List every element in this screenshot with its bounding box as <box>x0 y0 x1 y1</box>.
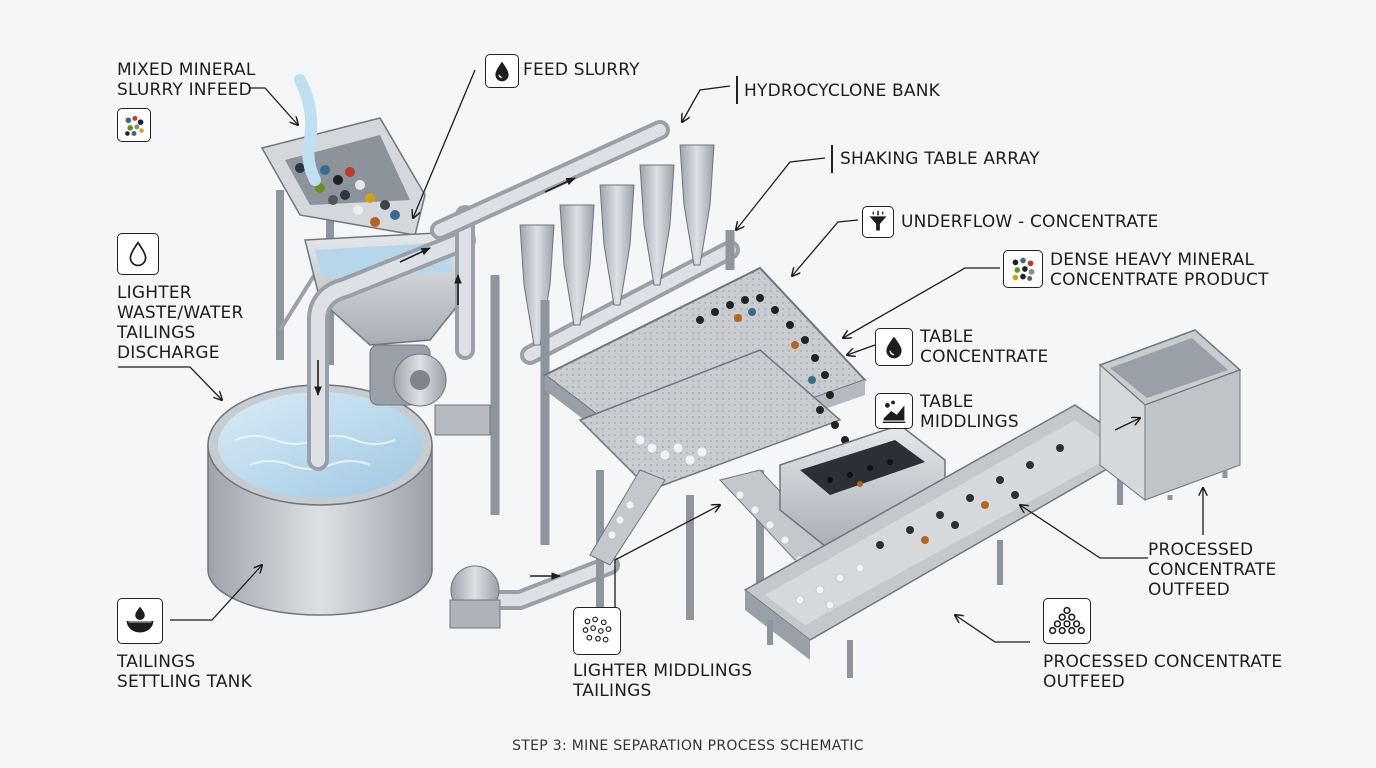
feed-pipes <box>307 120 740 610</box>
leader-lines <box>118 69 1203 643</box>
label-underflow-concentrate: UNDERFLOW - CONCENTRATE <box>901 212 1159 232</box>
label-table-concentrate: TABLE CONCENTRATE <box>920 327 1049 367</box>
tailings-basin-icon <box>117 598 163 644</box>
outfeed-conveyor <box>743 404 1142 678</box>
middlings-icon <box>875 393 913 429</box>
label-tick <box>736 76 738 104</box>
label-dense-heavy-mineral: DENSE HEAVY MINERAL CONCENTRATE PRODUCT <box>1050 250 1269 290</box>
label-processed-concentrate-right: PROCESSED CONCENTRATE OUTFEED <box>1148 540 1277 600</box>
particle-pile-icon <box>1043 598 1091 644</box>
water-drop-outline-icon <box>117 233 159 275</box>
label-lighter-waste: LIGHTER WASTE/WATER TAILINGS DISCHARGE <box>117 283 244 363</box>
hydrocyclone-bank <box>490 144 735 545</box>
water-drop-icon <box>485 54 519 88</box>
light-particles-icon <box>573 607 621 655</box>
label-mixed-mineral-infeed: MIXED MINERAL SLURRY INFEED <box>117 60 256 100</box>
dense-minerals-icon <box>1003 250 1043 288</box>
label-tailings-settling-tank: TAILINGS SETTLING TANK <box>117 652 252 692</box>
footer-title: STEP 3: MINE SEPARATION PROCESS SCHEMATI… <box>512 738 864 754</box>
label-shaking-table-array: SHAKING TABLE ARRAY <box>840 149 1040 169</box>
label-feed-slurry: FEED SLURRY <box>523 60 640 80</box>
label-lighter-middlings-tailings: LIGHTER MIDDLINGS TAILINGS <box>573 661 753 701</box>
label-table-middlings: TABLE MIDDLINGS <box>920 392 1019 432</box>
label-hydrocyclone-bank: HYDROCYCLONE BANK <box>744 81 941 101</box>
tailings-pump <box>449 565 501 629</box>
label-tick <box>831 145 833 173</box>
underflow-funnel-icon <box>862 206 894 238</box>
mixed-minerals-icon <box>117 108 151 142</box>
feed-hopper <box>260 74 491 436</box>
table-drop-icon <box>875 328 913 366</box>
collection-box <box>1098 329 1242 502</box>
label-processed-concentrate-bottom: PROCESSED CONCENTRATE OUTFEED <box>1043 652 1283 692</box>
